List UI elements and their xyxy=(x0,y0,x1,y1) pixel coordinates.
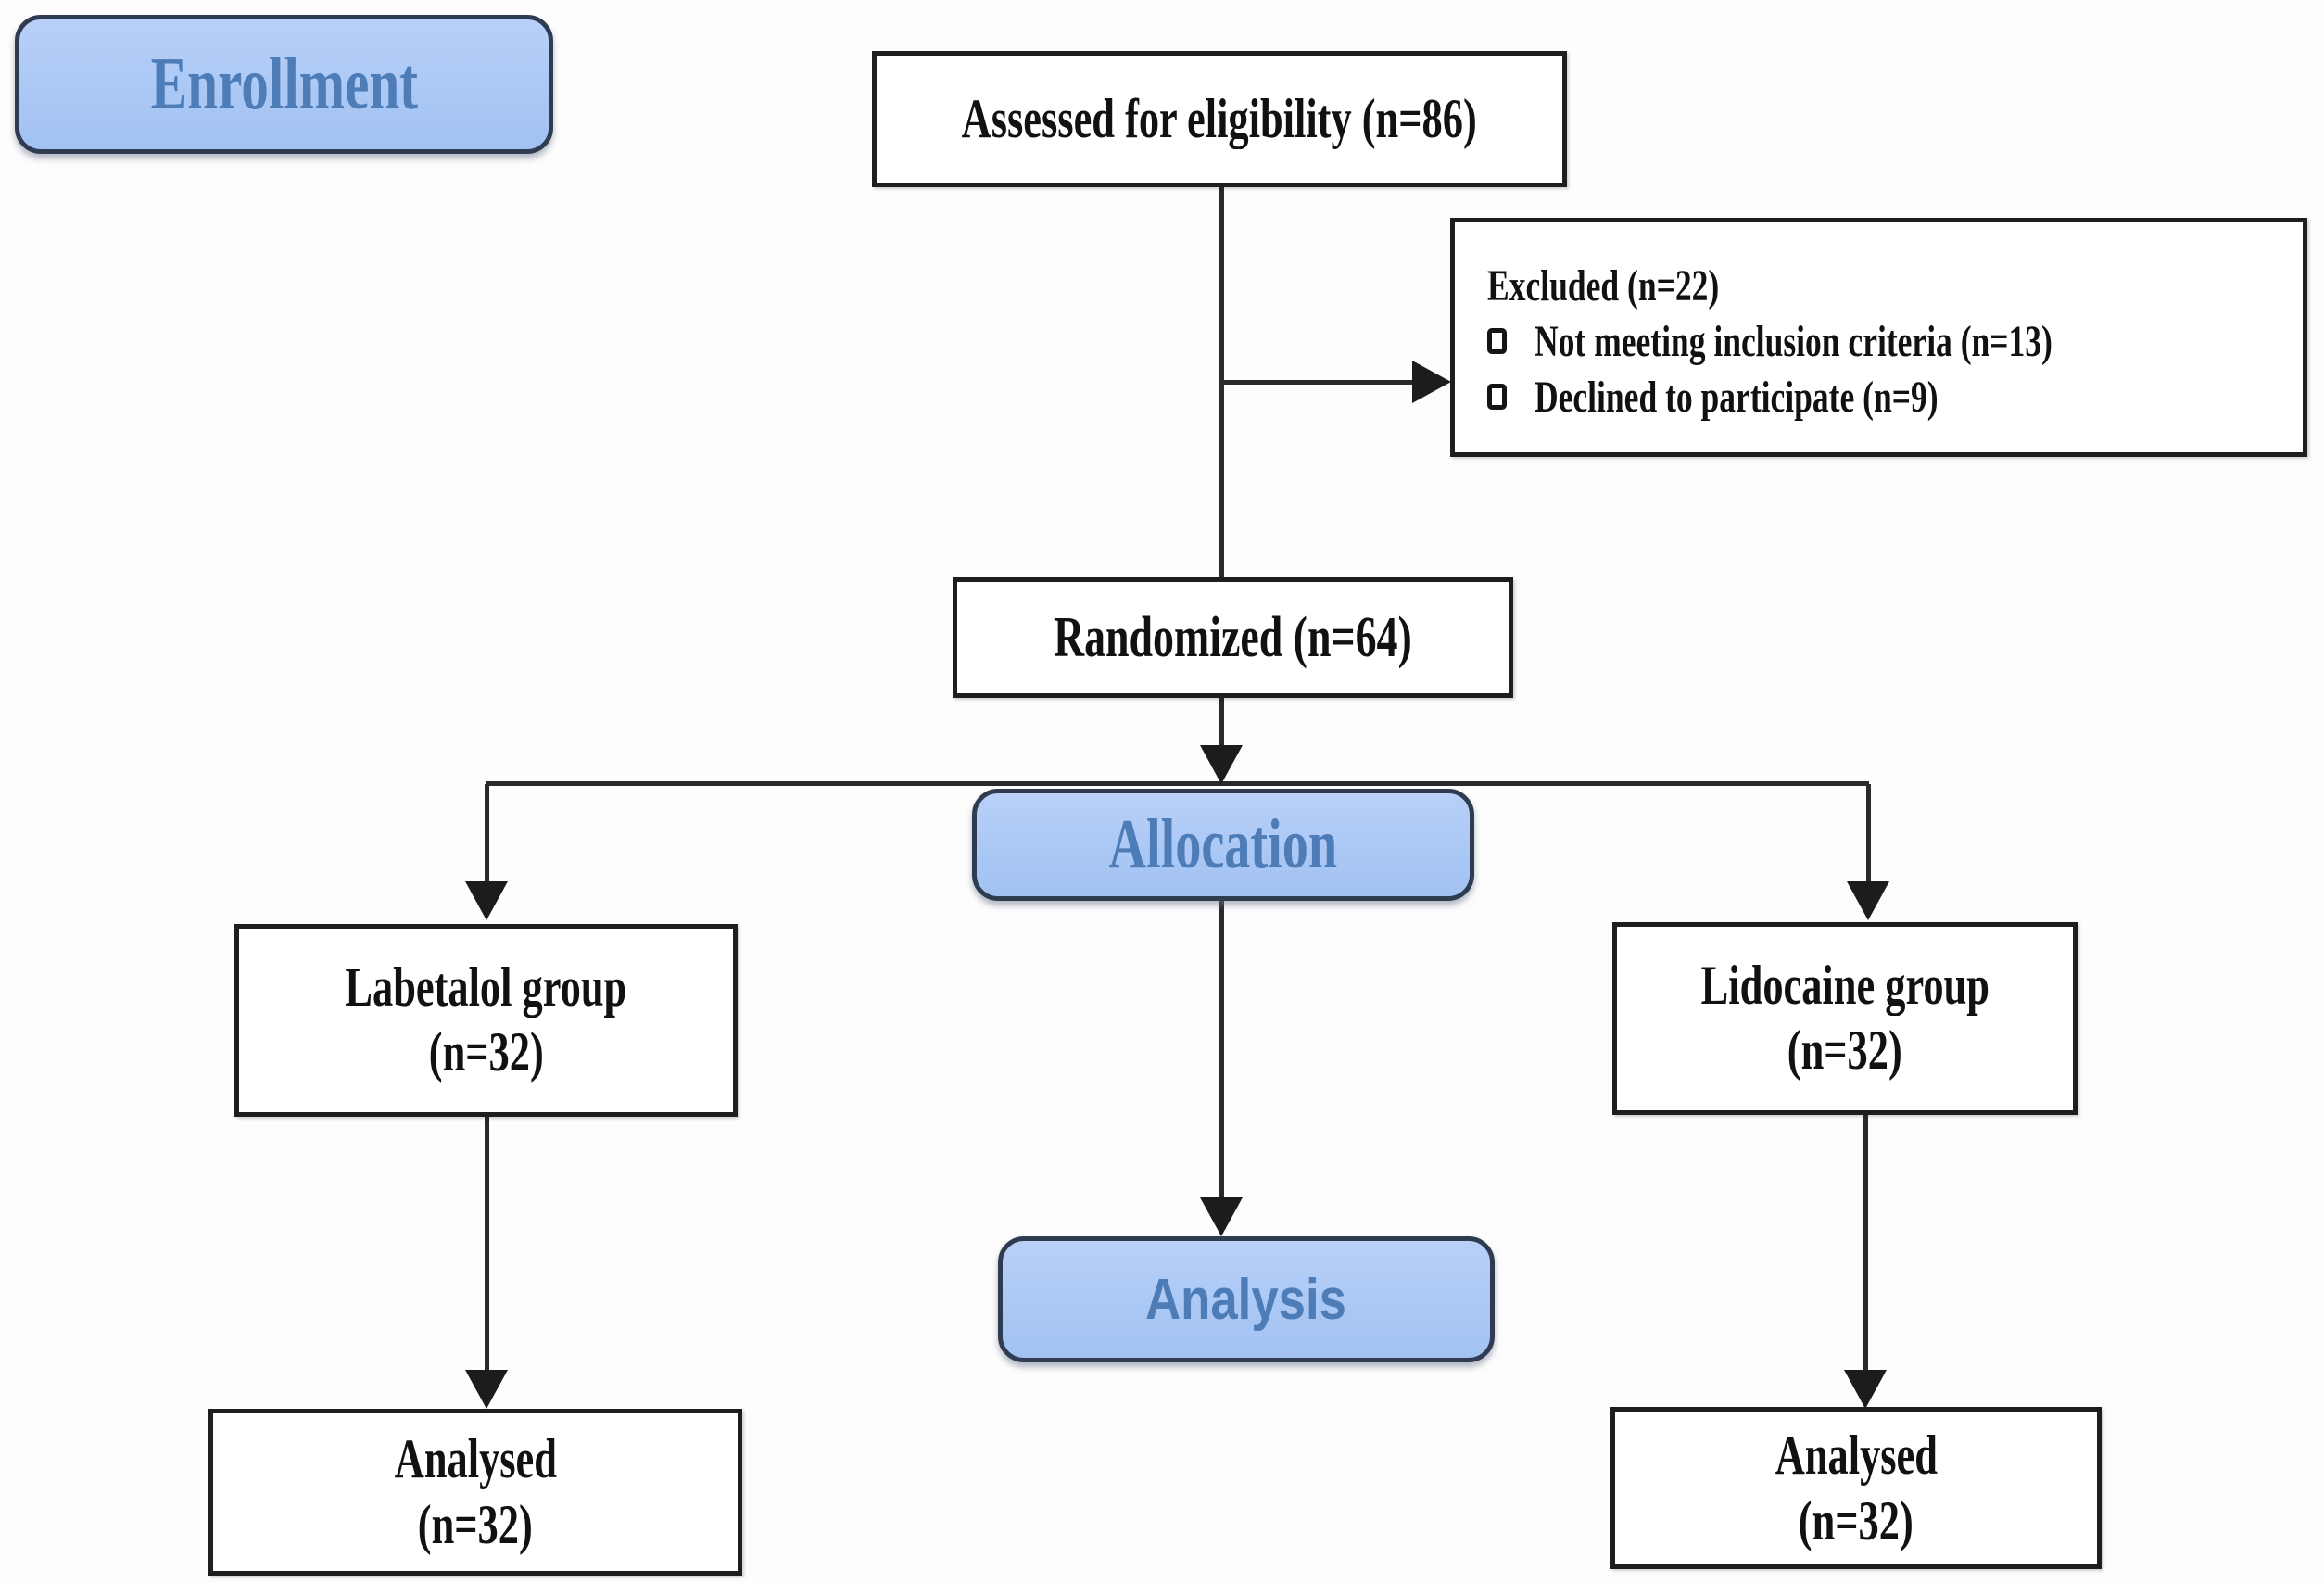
excluded-item: Not meeting inclusion criteria (n=13) xyxy=(1535,316,2052,366)
box-lidocaine-group: Lidocaine group (n=32) xyxy=(1612,922,2078,1115)
flow-line-branch-to-lidocaine xyxy=(1866,784,1871,883)
arrowhead-analysis-icon xyxy=(1200,1197,1243,1236)
excluded-item: Declined to participate (n=9) xyxy=(1535,372,1939,422)
excluded-title-row: Excluded (n=22) xyxy=(1487,258,1800,313)
stage-label-analysis: Analysis xyxy=(998,1236,1495,1362)
analysed-right-line1: Analysed xyxy=(1775,1424,1938,1486)
analysed-right-line2: (n=32) xyxy=(1799,1489,1914,1551)
labetalol-line1: Labetalol group xyxy=(345,956,627,1019)
flow-line-branch-to-labetalol xyxy=(485,784,489,883)
excluded-item-row: Declined to participate (n=9) xyxy=(1487,369,2080,424)
lidocaine-line1: Lidocaine group xyxy=(1700,955,1989,1017)
square-bullet-icon xyxy=(1487,384,1507,410)
flow-line-to-excluded xyxy=(1221,380,1418,385)
excluded-title: Excluded (n=22) xyxy=(1487,260,1720,310)
labetalol-line2: (n=32) xyxy=(428,1021,544,1083)
flow-line-labetalol-to-analysed xyxy=(485,1117,489,1372)
stage-label-allocation: Allocation xyxy=(972,789,1474,901)
box-analysed-lidocaine: Analysed (n=32) xyxy=(1610,1407,2102,1569)
arrowhead-allocation-icon xyxy=(1200,745,1243,784)
lidocaine-line2: (n=32) xyxy=(1787,1019,1902,1081)
arrowhead-analysed-left-icon xyxy=(465,1370,508,1409)
analysis-label: Analysis xyxy=(1145,1267,1347,1332)
arrowhead-lidocaine-icon xyxy=(1847,881,1889,920)
box-analysed-labetalol: Analysed (n=32) xyxy=(208,1409,742,1576)
analysed-left-line2: (n=32) xyxy=(418,1494,533,1555)
flow-line-randomized-to-allocation xyxy=(1219,698,1224,747)
excluded-item-row: Not meeting inclusion criteria (n=13) xyxy=(1487,313,2234,369)
box-excluded: Excluded (n=22) Not meeting inclusion cr… xyxy=(1450,218,2307,457)
enrollment-label: Enrollment xyxy=(150,43,418,125)
stage-label-enrollment: Enrollment xyxy=(15,15,553,154)
arrowhead-excluded-icon xyxy=(1412,361,1451,403)
analysed-left-line1: Analysed xyxy=(394,1428,557,1490)
flow-line-lidocaine-to-analysed xyxy=(1863,1115,1868,1372)
arrowhead-analysed-right-icon xyxy=(1844,1370,1887,1409)
square-bullet-icon xyxy=(1487,328,1507,354)
box-labetalol-group: Labetalol group (n=32) xyxy=(234,924,738,1117)
box-randomized: Randomized (n=64) xyxy=(953,577,1513,698)
assessed-text: Assessed for eligibility (n=86) xyxy=(961,88,1478,149)
allocation-label: Allocation xyxy=(1108,805,1338,883)
flow-line-allocation-to-analysis xyxy=(1219,901,1224,1199)
arrowhead-labetalol-icon xyxy=(465,881,508,920)
randomized-text: Randomized (n=64) xyxy=(1054,605,1412,669)
box-assessed-for-eligibility: Assessed for eligibility (n=86) xyxy=(872,51,1567,187)
flow-line-allocation-branch xyxy=(486,781,1869,786)
